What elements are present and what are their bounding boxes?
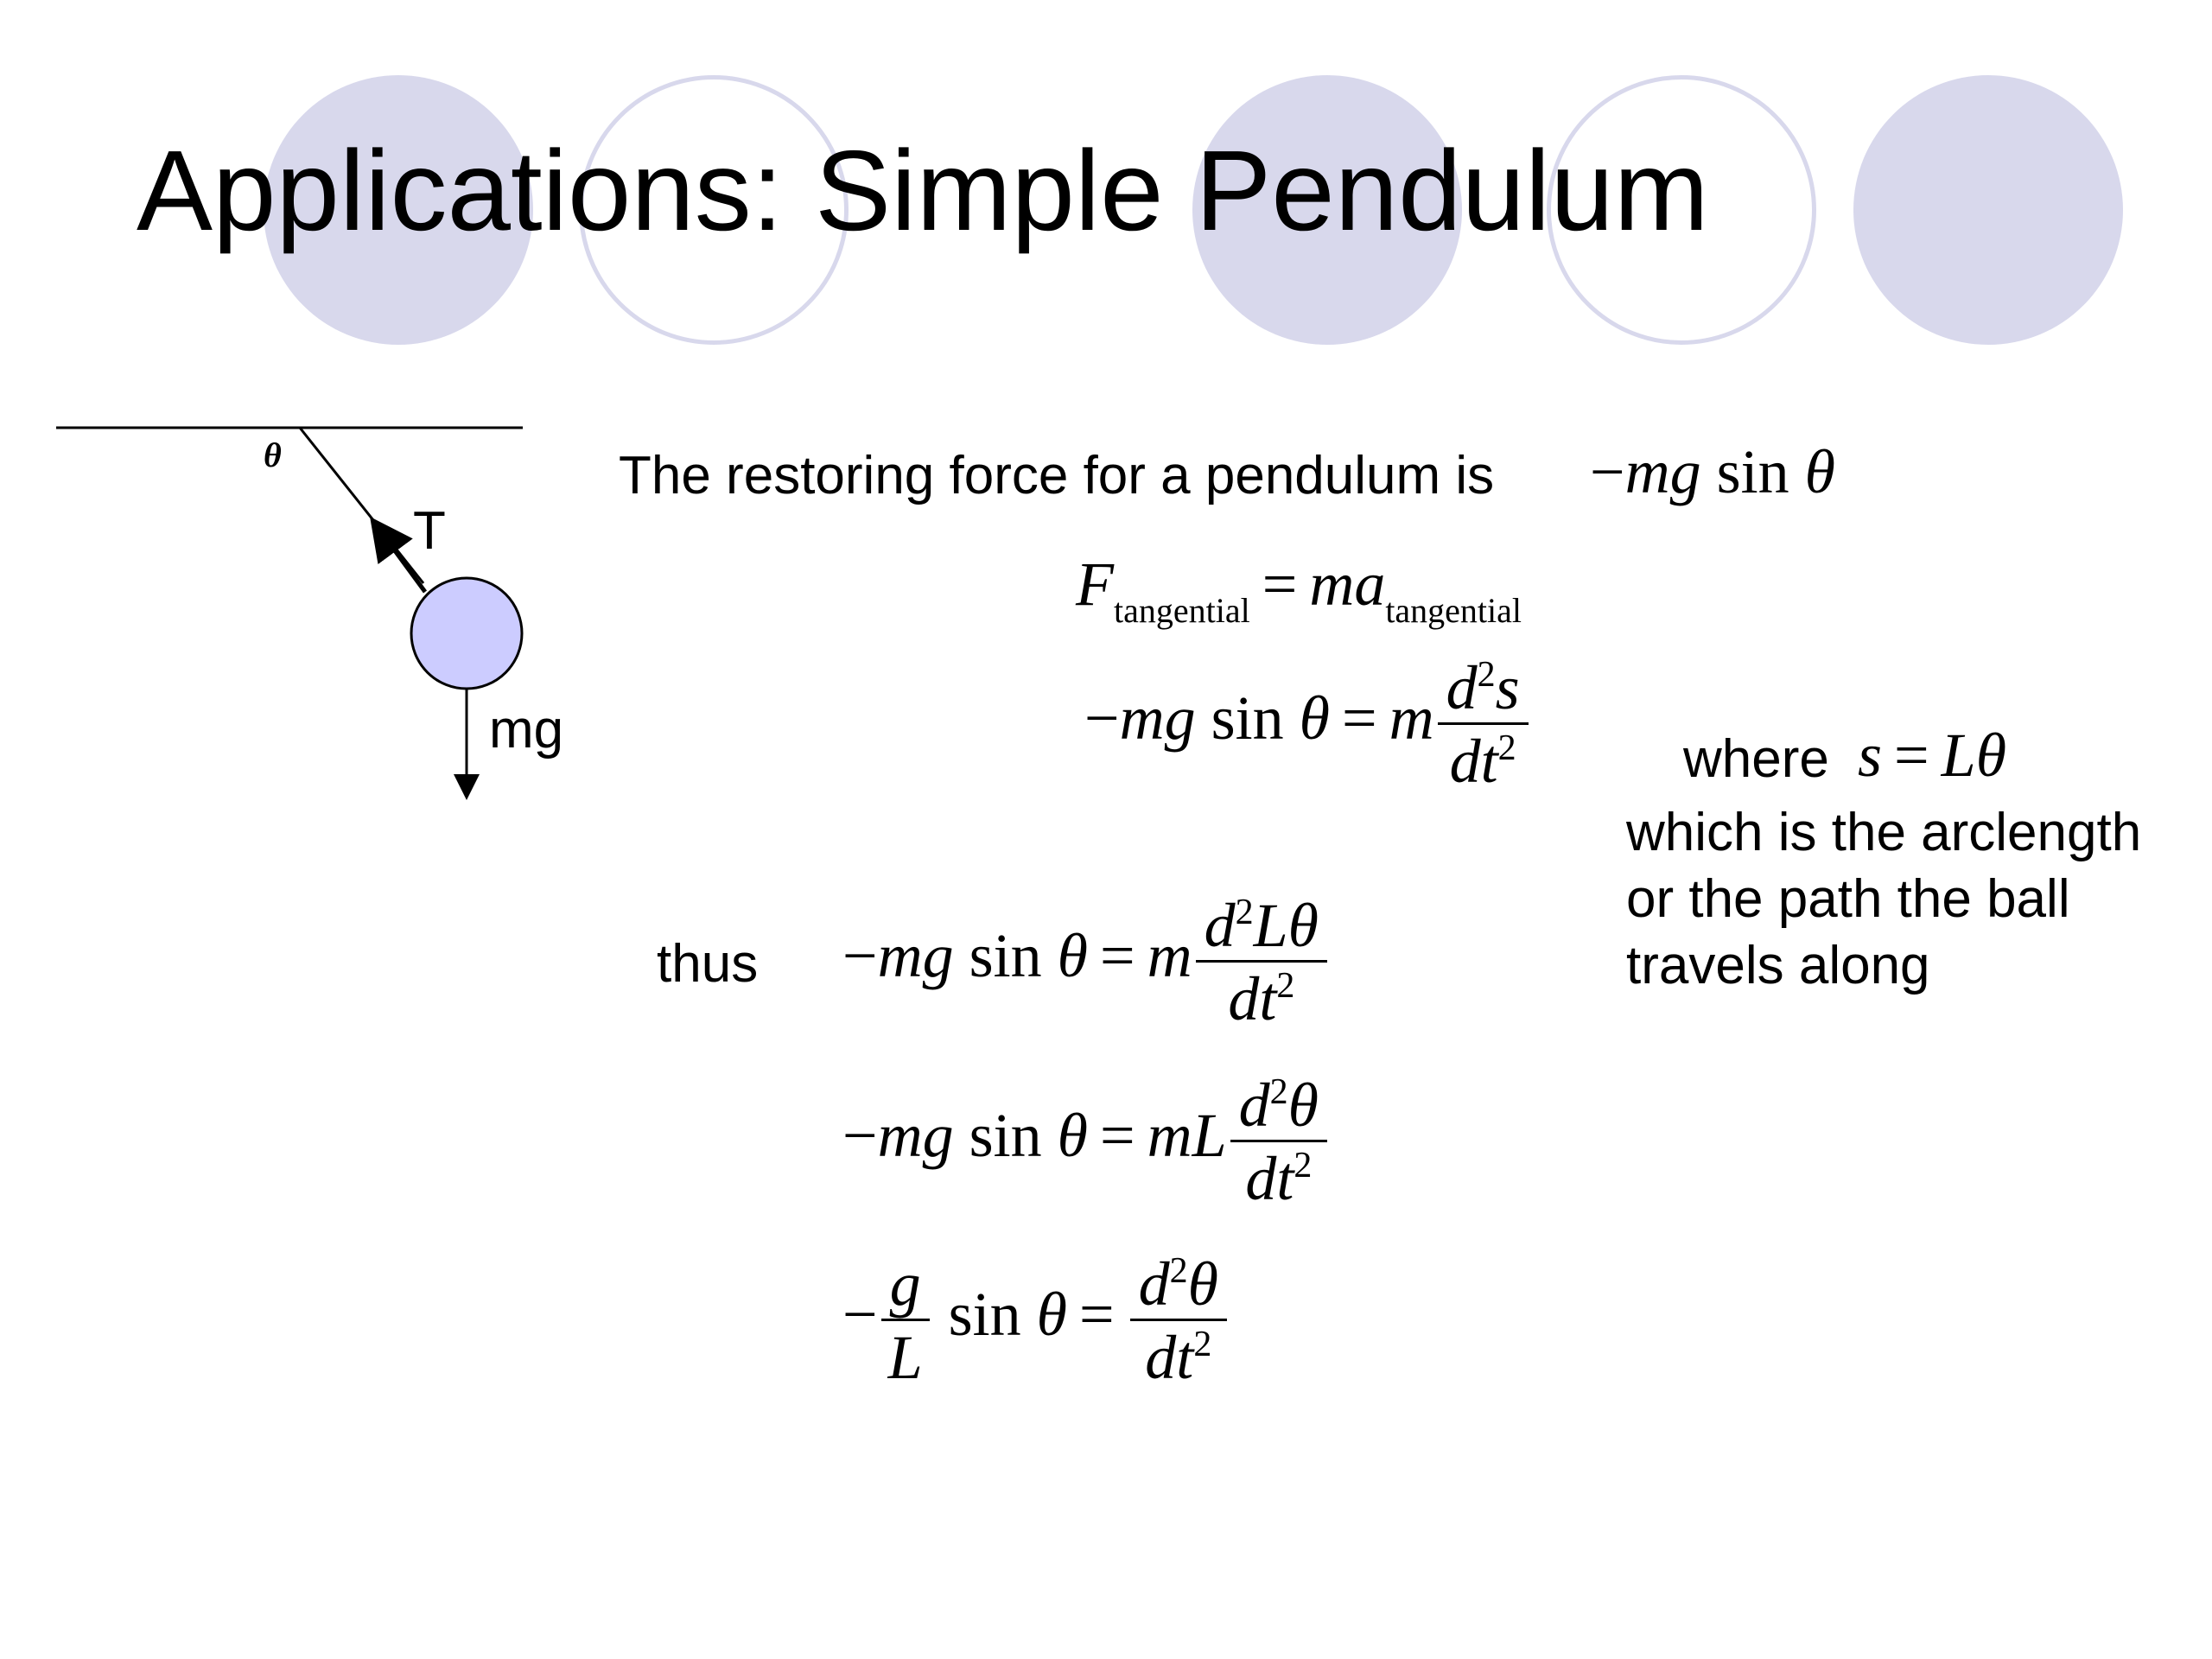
string-line: [298, 427, 425, 584]
pendulum-diagram: θ T mg: [56, 426, 563, 800]
arclength-line-2: or the path the ball: [1626, 869, 2070, 929]
minus-sign: −: [1590, 437, 1625, 506]
arclength-line-3: travels along: [1626, 936, 1930, 995]
decor-circle-4: [1547, 75, 1816, 345]
where-label: where: [1683, 729, 1829, 789]
equation-newton-tangential: Ftangential=matangential: [1076, 550, 1522, 630]
tension-arrow: [370, 516, 428, 594]
arclength-line-1: which is the arclength: [1626, 803, 2142, 862]
decor-circle-1: [264, 75, 533, 345]
decor-circle-2: [579, 75, 849, 345]
decor-circle-5: [1853, 75, 2123, 345]
thus-label: thus: [657, 934, 759, 994]
weight-label: mg: [489, 700, 563, 760]
restoring-intro: The restoring force for a pendulum is: [619, 446, 1495, 505]
pendulum-bob: [410, 576, 524, 690]
arclength-definition: s=Lθ: [1858, 721, 2007, 790]
tension-label: T: [413, 501, 446, 561]
angle-label: θ: [264, 435, 282, 474]
restoring-force-expr: −mg sin θ: [1590, 437, 1836, 506]
decor-circle-3: [1192, 75, 1462, 345]
slide-title: Applications: Simple Pendulum: [137, 127, 1709, 254]
